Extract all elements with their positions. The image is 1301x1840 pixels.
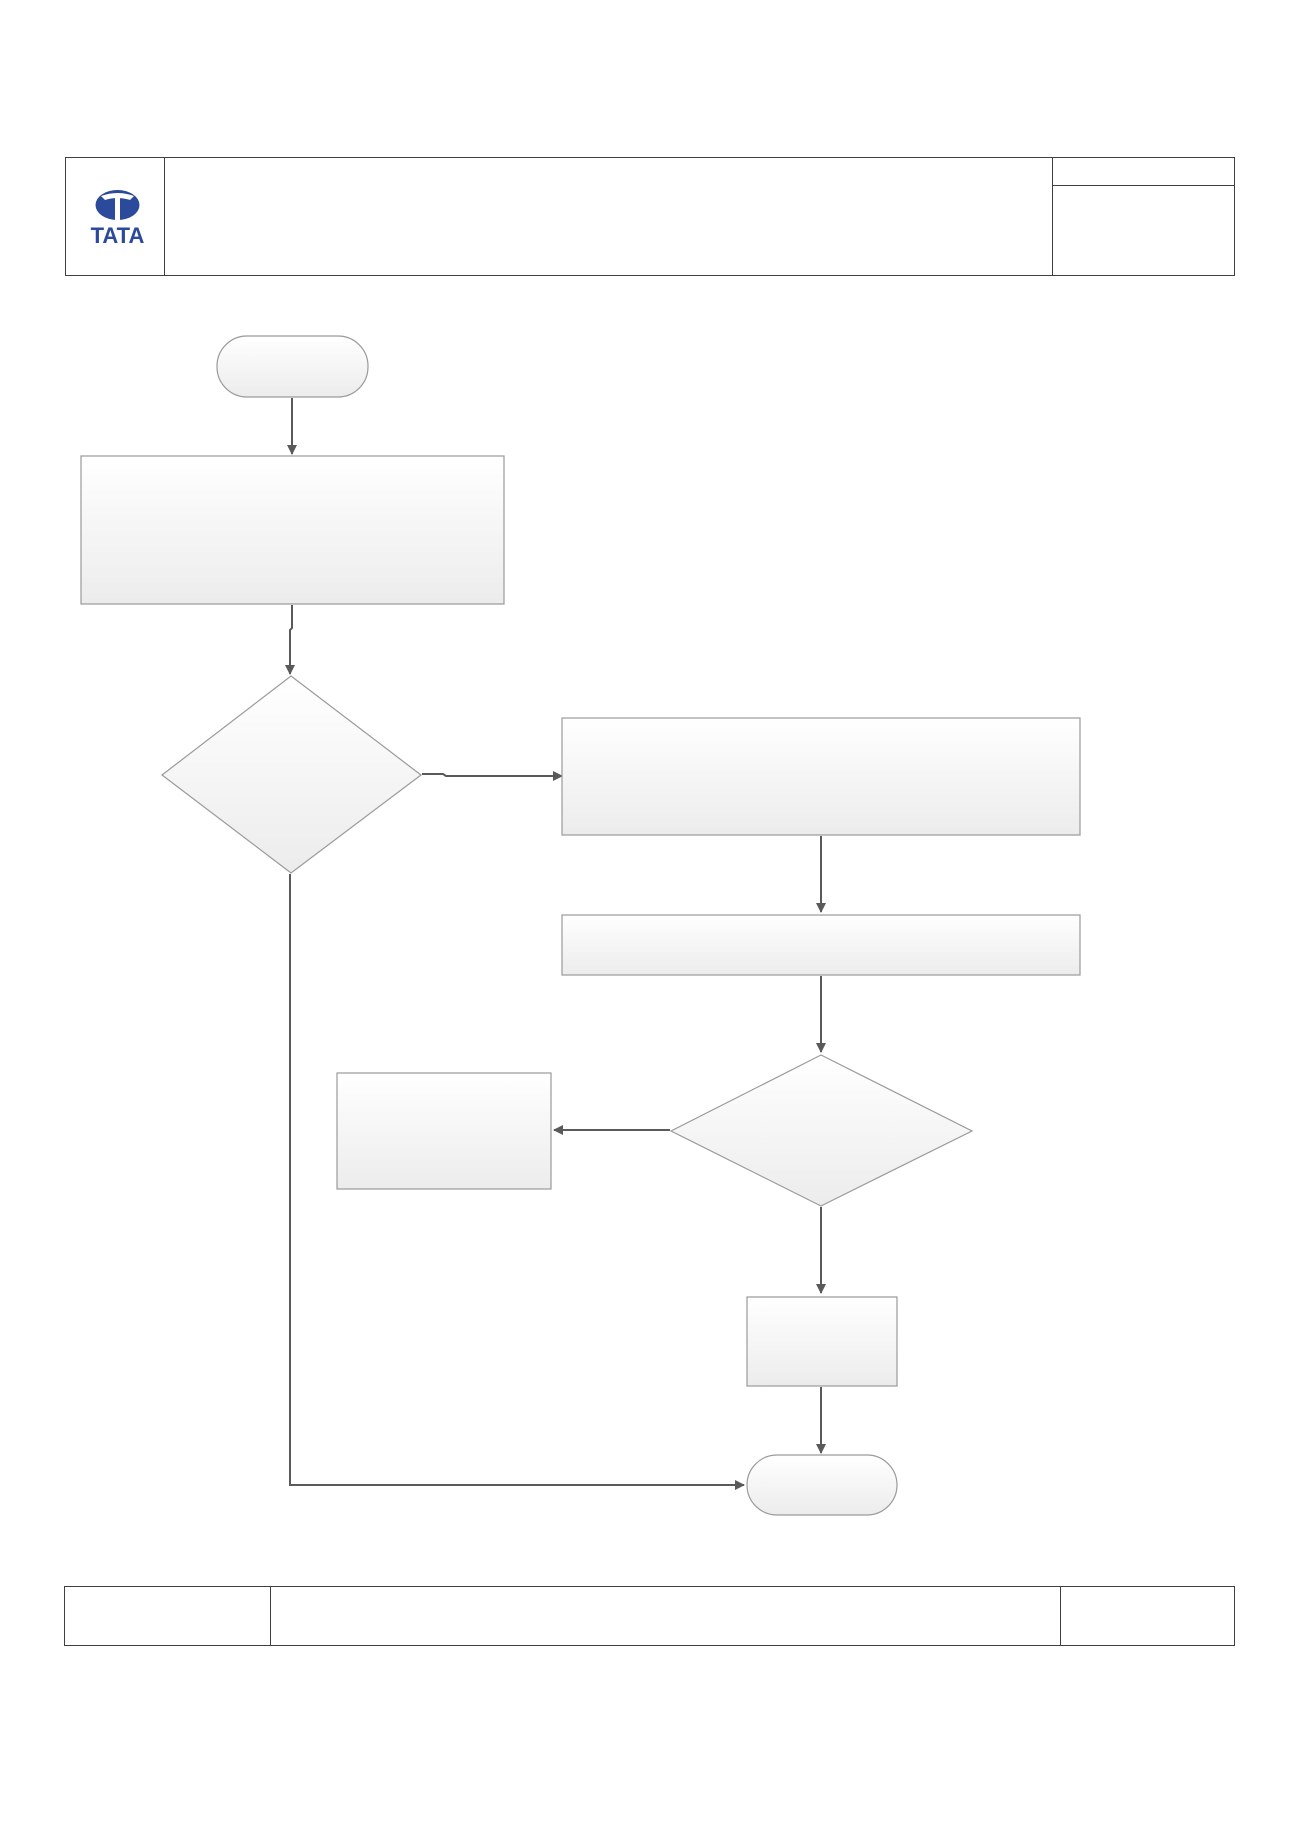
header-table: [65, 157, 1235, 276]
footer-left-divider: [270, 1586, 271, 1646]
process-box-1: [80, 455, 505, 605]
side-process-box: [336, 1072, 552, 1190]
small-process-box: [746, 1296, 898, 1387]
footer-right-divider: [1060, 1586, 1061, 1646]
header-right-divider: [1052, 157, 1053, 276]
end-terminator: [746, 1454, 898, 1516]
company-logo: TATA: [80, 180, 155, 252]
connector-decision-to-right-process: [422, 771, 563, 781]
footer-table: [64, 1586, 1235, 1646]
header-logo-divider: [164, 157, 165, 276]
process-step-box: [561, 914, 1081, 976]
logo-wordmark: TATA: [91, 223, 145, 248]
connector-decision-bypass-to-end: [289, 874, 745, 1490]
decision-diamond-1: [161, 675, 422, 874]
connector-process-to-decision: [285, 605, 295, 675]
decision-diamond-2: [669, 1054, 974, 1207]
process-box-right: [561, 717, 1081, 836]
tata-emblem-icon: TATA: [91, 190, 145, 248]
header-right-row-divider: [1052, 185, 1235, 186]
start-terminator: [216, 335, 369, 398]
